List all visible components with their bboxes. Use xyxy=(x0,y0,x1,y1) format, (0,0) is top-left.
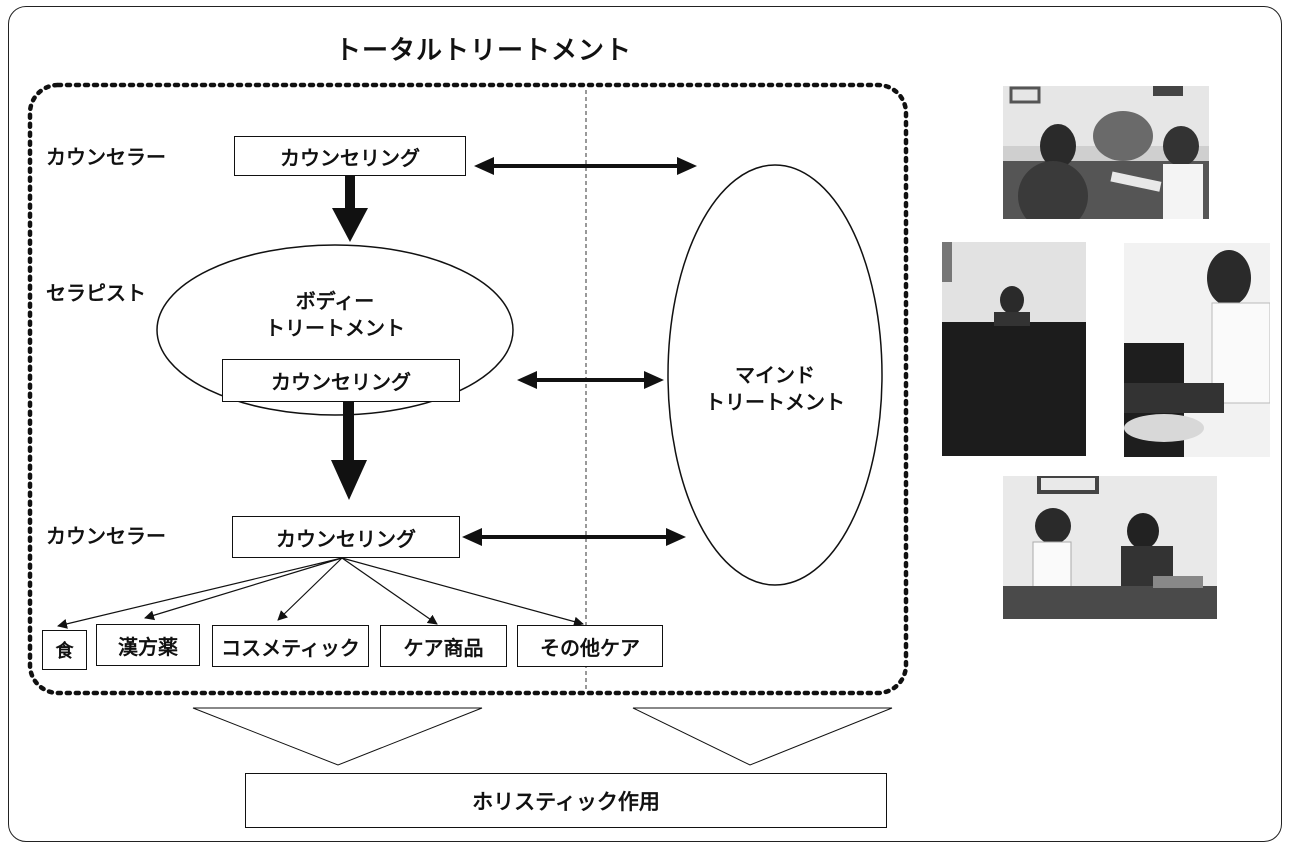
mind-treatment-line1: マインド xyxy=(735,363,815,387)
care-item-care-products: ケア商品 xyxy=(380,625,507,667)
double-arrow-middle xyxy=(517,371,664,389)
counseling-box-middle: カウンセリング xyxy=(222,359,460,402)
care-item-food-label: 食 xyxy=(55,641,74,662)
hollow-triangle-right xyxy=(632,707,893,766)
care-item-care-products-label: ケア商品 xyxy=(403,635,484,660)
holistic-effect-box: ホリスティック作用 xyxy=(245,773,887,828)
mind-treatment-label: マインド トリートメント xyxy=(675,362,875,416)
role-therapist: セラピスト xyxy=(46,281,146,305)
care-item-herbal-medicine: 漢方薬 xyxy=(96,624,200,666)
body-treatment-label: ボディー トリートメント xyxy=(235,288,435,342)
counseling-box-middle-label: カウンセリング xyxy=(271,370,411,394)
fan-out-arrows xyxy=(57,557,584,629)
photo-consultation xyxy=(1003,476,1217,619)
photo-body-treatment xyxy=(1124,243,1270,457)
down-arrow-2 xyxy=(331,402,367,500)
mind-treatment-line2: トリートメント xyxy=(705,390,845,414)
mind-treatment-ellipse xyxy=(667,164,883,586)
diagram-title: トータルトリートメント xyxy=(335,36,633,66)
care-item-cosmetics: コスメティック xyxy=(212,625,369,667)
photo-waiting-room xyxy=(942,242,1086,456)
role-counselor-top: カウンセラー xyxy=(46,145,166,169)
down-arrow-1 xyxy=(332,176,368,242)
hollow-triangle-left xyxy=(192,707,483,766)
counseling-box-bottom-label: カウンセリング xyxy=(276,526,416,551)
role-counselor-bottom: カウンセラー xyxy=(46,524,166,548)
outer-frame xyxy=(8,6,1282,842)
double-arrow-top xyxy=(474,157,697,175)
counseling-box-top: カウンセリング xyxy=(234,136,466,176)
body-treatment-line1: ボディー xyxy=(295,289,375,313)
care-item-other-care: その他ケア xyxy=(517,625,663,667)
care-item-cosmetics-label: コスメティック xyxy=(221,635,360,660)
care-item-other-care-label: その他ケア xyxy=(540,635,640,660)
counseling-box-bottom: カウンセリング xyxy=(232,516,460,558)
body-treatment-line2: トリートメント xyxy=(265,316,405,340)
care-item-herbal-medicine-label: 漢方薬 xyxy=(118,634,178,659)
counseling-box-top-label: カウンセリング xyxy=(280,145,420,170)
total-treatment-boundary xyxy=(27,82,909,696)
double-arrow-bottom xyxy=(462,528,686,546)
photo-counseling-session xyxy=(1003,86,1209,219)
care-item-food: 食 xyxy=(42,630,87,670)
holistic-effect-label: ホリスティック作用 xyxy=(472,789,660,814)
